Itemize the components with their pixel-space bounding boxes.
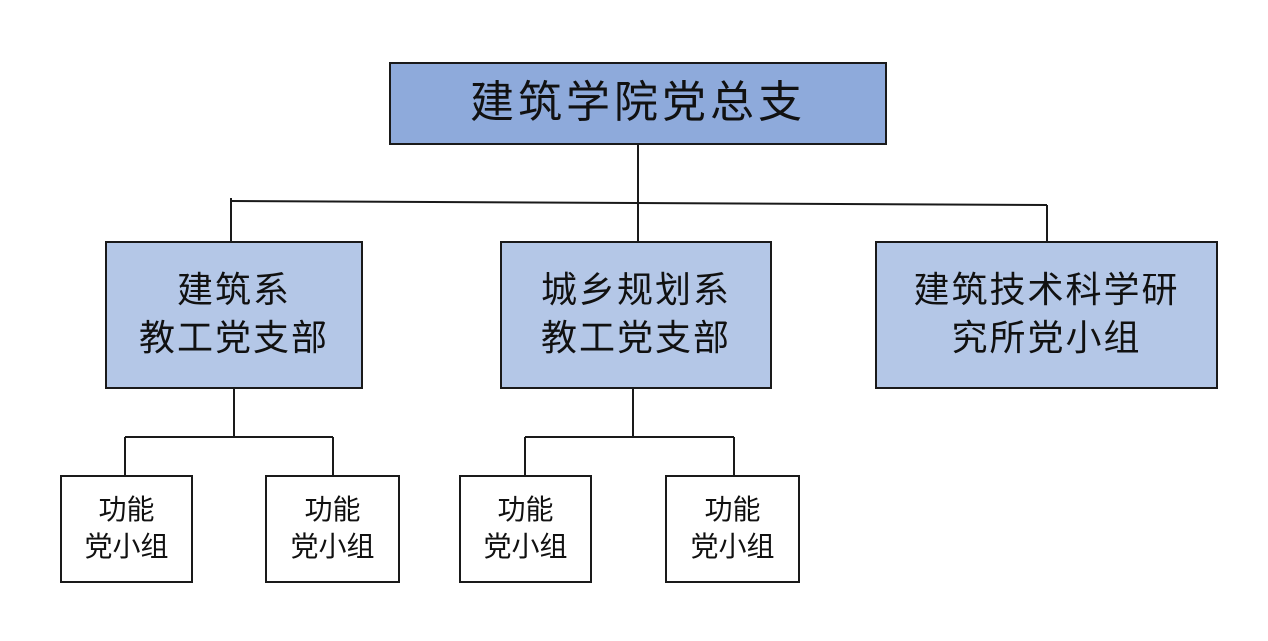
group-node-line2: 党小组 (84, 530, 169, 563)
group-node-3: 功能 党小组 (459, 475, 592, 583)
branch-node-line2: 究所党小组 (951, 318, 1142, 359)
connector-branch-bus (230, 200, 1048, 206)
branch-node-line1: 建筑技术科学研 (913, 270, 1180, 312)
root-node: 建筑学院党总支 (389, 62, 887, 145)
branch-node-line2: 教工党支部 (540, 318, 731, 359)
group-node-line2: 党小组 (483, 530, 568, 563)
group-node-4: 功能 党小组 (665, 475, 800, 583)
group-node-line1: 功能 (98, 493, 155, 527)
group-node-line1: 功能 (704, 493, 761, 527)
branch-node-architecture: 建筑系 教工党支部 (105, 241, 363, 389)
group-node-line2: 党小组 (690, 530, 775, 563)
branch-node-line1: 建筑系 (176, 270, 291, 312)
branch-node-urban-planning: 城乡规划系 教工党支部 (500, 241, 772, 389)
branch-node-technology-institute: 建筑技术科学研 究所党小组 (875, 241, 1218, 389)
group-node-line2: 党小组 (290, 530, 375, 563)
branch-node-line1: 城乡规划系 (540, 270, 731, 312)
group-node-line1: 功能 (497, 493, 554, 527)
group-node-line1: 功能 (304, 493, 361, 527)
root-node-label: 建筑学院党总支 (470, 77, 806, 129)
branch-node-line2: 教工党支部 (138, 318, 329, 359)
group-node-1: 功能 党小组 (60, 475, 193, 583)
group-node-2: 功能 党小组 (265, 475, 400, 583)
